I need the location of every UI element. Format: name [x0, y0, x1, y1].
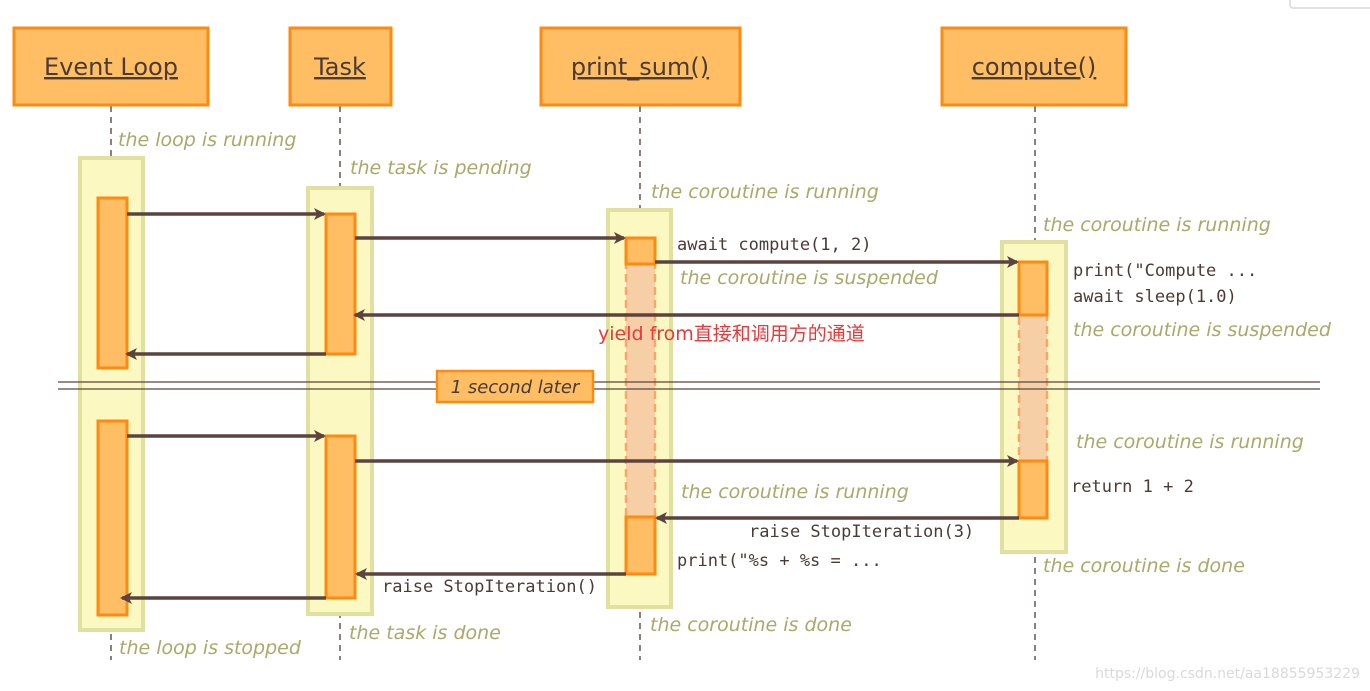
note-task-done: the task is done [349, 622, 501, 644]
activation-print-sum-2 [624, 515, 657, 576]
participant-task-label: Task [313, 53, 366, 81]
msg-label-raise-stop: raise StopIteration() [382, 577, 597, 597]
participant-event-loop-box [12, 26, 210, 107]
activation-compute-2 [1017, 459, 1049, 520]
note-compute-done: the coroutine is done [1043, 555, 1245, 577]
separator-label-box [435, 369, 595, 404]
corner-frame [1289, 0, 1370, 9]
participant-event-loop-label: Event Loop [44, 53, 178, 81]
suspended-print-sum [624, 262, 657, 519]
activation-event-loop-2 [96, 419, 129, 617]
note-compute-running-2: the coroutine is running [1076, 431, 1304, 453]
activation-task-2 [324, 434, 357, 600]
note-loop-stopped: the loop is stopped [119, 637, 302, 659]
msg-label-raise-stop-3: raise StopIteration(3) [749, 522, 974, 542]
suspended-compute [1017, 313, 1049, 463]
participant-compute-label: compute() [972, 53, 1097, 81]
participant-print-sum-label: print_sum() [571, 53, 709, 81]
activation-event-loop-1 [96, 196, 129, 370]
note-compute-running-1: the coroutine is running [1043, 214, 1271, 236]
annotation-yield-from: yield from直接和调用方的通道 [598, 323, 865, 345]
activation-print-sum-1 [624, 236, 657, 266]
activation-compute-1 [1017, 260, 1049, 317]
msg-label-return-sum: return 1 + 2 [1071, 477, 1194, 497]
note-print-sum-running-2: the coroutine is running [681, 481, 909, 503]
watermark: https://blog.csdn.net/aa18855953229 [1095, 666, 1360, 682]
msg-label-print-compute: print("Compute ... [1073, 261, 1257, 281]
participant-compute-box [940, 26, 1128, 107]
separator-label: 1 second later [451, 377, 581, 398]
participant-print-sum-box [539, 26, 742, 107]
msg-label-print-result: print("%s + %s = ... [677, 551, 882, 571]
msg-label-await-sleep: await sleep(1.0) [1073, 287, 1237, 307]
activation-task-1 [324, 212, 357, 356]
participant-task-box [288, 26, 393, 107]
note-print-sum-running: the coroutine is running [651, 181, 879, 203]
note-print-sum-done: the coroutine is done [650, 614, 852, 636]
note-print-sum-suspended: the coroutine is suspended [680, 267, 939, 289]
note-compute-suspended: the coroutine is suspended [1073, 319, 1332, 341]
msg-label-await-compute: await compute(1, 2) [677, 235, 871, 255]
note-loop-running: the loop is running [118, 129, 296, 151]
note-task-pending: the task is pending [350, 157, 532, 179]
